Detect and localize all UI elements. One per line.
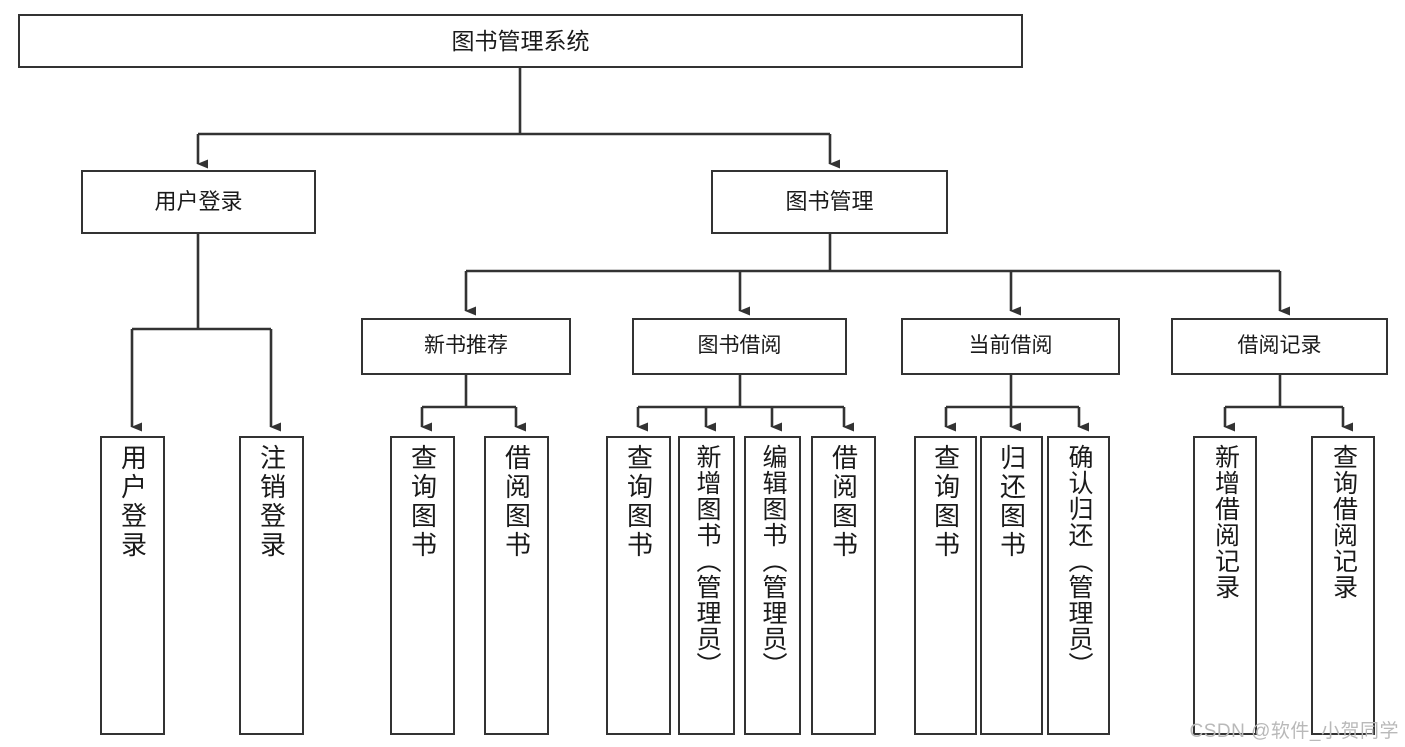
node-label: 确认归还（管理员） <box>1065 444 1093 678</box>
node-book-manage[interactable]: 图书管理 <box>711 170 948 234</box>
node-label: 注销登录 <box>256 444 287 560</box>
leaf-edit-book[interactable]: 编辑图书（管理员） <box>744 436 801 735</box>
node-label: 当前借阅 <box>968 334 1053 358</box>
leaf-user-login[interactable]: 用户登录 <box>100 436 165 735</box>
node-current-borrow[interactable]: 当前借阅 <box>901 318 1120 375</box>
node-label: 查询图书 <box>407 444 438 560</box>
node-label: 借阅图书 <box>828 444 859 560</box>
node-new-book-rec[interactable]: 新书推荐 <box>361 318 571 375</box>
node-label: 图书管理系统 <box>451 27 590 54</box>
node-label: 新书推荐 <box>424 334 508 358</box>
node-borrow-record[interactable]: 借阅记录 <box>1171 318 1388 375</box>
leaf-add-record[interactable]: 新增借阅记录 <box>1193 436 1257 735</box>
node-label: 新增借阅记录 <box>1211 444 1240 600</box>
node-label: 用户登录 <box>117 444 148 560</box>
node-root-system[interactable]: 图书管理系统 <box>18 14 1023 68</box>
node-user-login[interactable]: 用户登录 <box>81 170 316 234</box>
node-book-borrow[interactable]: 图书借阅 <box>632 318 847 375</box>
leaf-query-book-2[interactable]: 查询图书 <box>606 436 671 735</box>
leaf-query-record[interactable]: 查询借阅记录 <box>1311 436 1375 735</box>
leaf-confirm-return[interactable]: 确认归还（管理员） <box>1047 436 1110 735</box>
node-label: 查询借阅记录 <box>1329 444 1358 600</box>
watermark-text: CSDN @软件_小贺同学 <box>1189 721 1399 742</box>
node-label: 用户登录 <box>154 189 243 215</box>
leaf-add-book[interactable]: 新增图书（管理员） <box>678 436 735 735</box>
leaf-borrow-book-1[interactable]: 借阅图书 <box>484 436 549 735</box>
leaf-logout[interactable]: 注销登录 <box>239 436 304 735</box>
node-label: 查询图书 <box>623 444 654 560</box>
node-label: 新增图书（管理员） <box>693 444 721 678</box>
node-label: 查询图书 <box>930 444 961 560</box>
leaf-borrow-book-2[interactable]: 借阅图书 <box>811 436 876 735</box>
node-label: 编辑图书（管理员） <box>759 444 787 678</box>
leaf-query-book-3[interactable]: 查询图书 <box>914 436 977 735</box>
node-label: 归还图书 <box>996 444 1027 560</box>
node-label: 图书借阅 <box>697 334 782 358</box>
leaf-query-book-1[interactable]: 查询图书 <box>390 436 455 735</box>
node-label: 借阅图书 <box>501 444 532 560</box>
node-label: 借阅记录 <box>1237 334 1322 358</box>
leaf-return-book[interactable]: 归还图书 <box>980 436 1043 735</box>
node-label: 图书管理 <box>785 189 874 215</box>
